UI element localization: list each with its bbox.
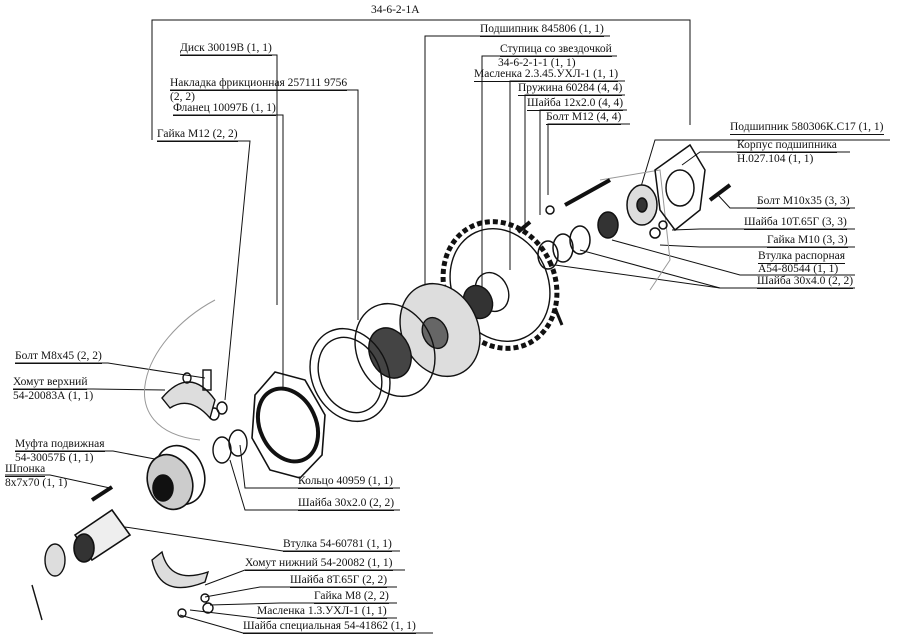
label-special-washer[interactable]: Шайба специальная 54-41862 (1, 1) xyxy=(243,620,416,634)
upper-clamp xyxy=(161,369,216,420)
label-washer-12[interactable]: Шайба 12х2.0 (4, 4) xyxy=(527,97,624,111)
label-bolt-m10[interactable]: Болт М10х35 (3, 3) xyxy=(757,195,850,209)
label-bearing-housing[interactable]: Корпус подшипника xyxy=(737,139,837,153)
label-washer-10t[interactable]: Шайба 10Т.65Г (3, 3) xyxy=(744,216,847,230)
label-washer-30x4[interactable]: Шайба 30х4.0 (2, 2) xyxy=(757,275,854,289)
label-nut-m12[interactable]: Гайка М12 (2, 2) xyxy=(157,128,238,142)
label-bearing-housing-code[interactable]: Н.027.104 (1, 1) xyxy=(737,153,814,165)
label-bearing-580306[interactable]: Подшипник 580306К.С17 (1, 1) xyxy=(730,121,884,135)
label-coupling[interactable]: Муфта подвижная xyxy=(15,438,105,452)
label-nut-m10[interactable]: Гайка М10 (3, 3) xyxy=(767,234,848,248)
label-disk[interactable]: Диск 30019В (1, 1) xyxy=(180,42,272,56)
label-spacer-code[interactable]: А54-80544 (1, 1) xyxy=(758,263,839,275)
label-spacer[interactable]: Втулка распорная xyxy=(758,250,846,264)
label-bushing[interactable]: Втулка 54-60781 (1, 1) xyxy=(283,538,392,552)
label-flange[interactable]: Фланец 10097Б (1, 1) xyxy=(173,102,276,116)
label-oiler-13[interactable]: Масленка 1.3.УХЛ-1 (1, 1) xyxy=(257,605,387,619)
label-washer-30x2[interactable]: Шайба 30х2.0 (2, 2) xyxy=(298,497,395,511)
label-key-size[interactable]: 8х7х70 (1, 1) xyxy=(5,477,68,489)
label-friction-lining-qty[interactable]: (2, 2) xyxy=(170,91,195,103)
special-washer xyxy=(31,543,66,621)
label-washer-8t[interactable]: Шайба 8Т.65Г (2, 2) xyxy=(290,574,388,588)
label-lower-clamp[interactable]: Хомут нижний 54-20082 (1, 1) xyxy=(245,557,393,571)
bushing xyxy=(73,508,132,563)
label-key[interactable]: Шпонка xyxy=(5,463,46,477)
label-ring[interactable]: Кольцо 40959 (1, 1) xyxy=(298,475,393,489)
label-bolt-m12[interactable]: Болт М12 (4, 4) xyxy=(546,111,622,125)
label-bolt-m8[interactable]: Болт М8х45 (2, 2) xyxy=(15,350,102,364)
right-assembly xyxy=(516,143,732,326)
key xyxy=(90,485,114,502)
sliding-coupling xyxy=(146,444,206,511)
flange xyxy=(251,371,326,479)
label-upper-clamp-code[interactable]: 54-20083А (1, 1) xyxy=(13,390,94,402)
label-friction-lining[interactable]: Накладка фрикционная 257111 9756 xyxy=(170,77,348,91)
diagram-title: 34-6-2-1A xyxy=(371,4,420,16)
label-oiler-2345[interactable]: Маслeнка 2.3.45.УХЛ-1 (1, 1) xyxy=(474,68,619,82)
label-nut-m8[interactable]: Гайка М8 (2, 2) xyxy=(314,590,389,604)
label-upper-clamp[interactable]: Хомут верхний xyxy=(13,376,88,390)
label-coupling-code[interactable]: 54-30057Б (1, 1) xyxy=(15,452,94,464)
lower-clamp xyxy=(151,550,214,618)
label-hub-code[interactable]: 34-6-2-1-1 (1, 1) xyxy=(498,57,576,69)
friction-disks xyxy=(309,282,481,423)
label-bearing-845806[interactable]: Подшипник 845806 (1, 1) xyxy=(480,23,604,37)
label-hub[interactable]: Ступица со звездочкой xyxy=(500,43,612,57)
label-spring[interactable]: Пружина 60284 (4, 4) xyxy=(518,82,623,96)
